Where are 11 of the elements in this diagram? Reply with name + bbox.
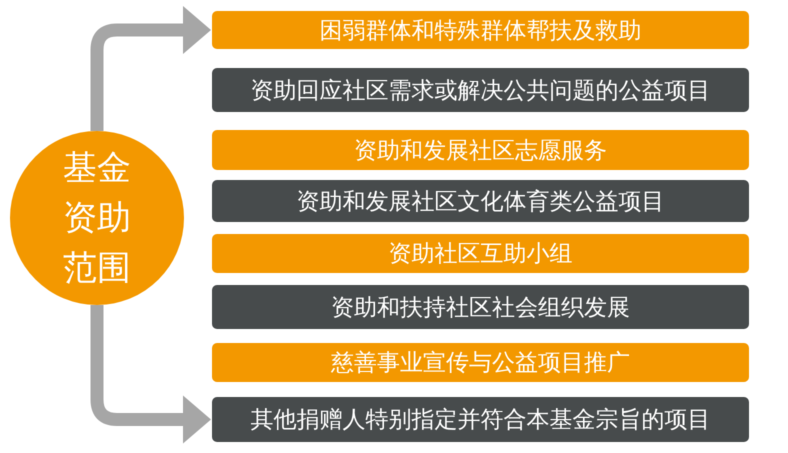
arrow: [90, 6, 211, 131]
category-bar: 资助回应社区需求或解决公共问题的公益项目: [212, 68, 749, 112]
category-bar: 困弱群体和特殊群体帮扶及救助: [212, 11, 749, 49]
category-bar: 慈善事业宣传与公益项目推广: [212, 343, 749, 382]
category-bar: 资助和发展社区志愿服务: [212, 130, 749, 170]
category-bar: 资助和发展社区文化体育类公益项目: [212, 180, 749, 222]
topic-circle: 基金资助范围: [10, 131, 184, 305]
arrow: [90, 305, 211, 444]
category-bar: 资助和扶持社区社会组织发展: [212, 285, 749, 329]
category-bar: 其他捐赠人特别指定并符合本基金宗旨的项目: [212, 397, 749, 442]
category-bar: 资助社区互助小组: [212, 234, 749, 273]
